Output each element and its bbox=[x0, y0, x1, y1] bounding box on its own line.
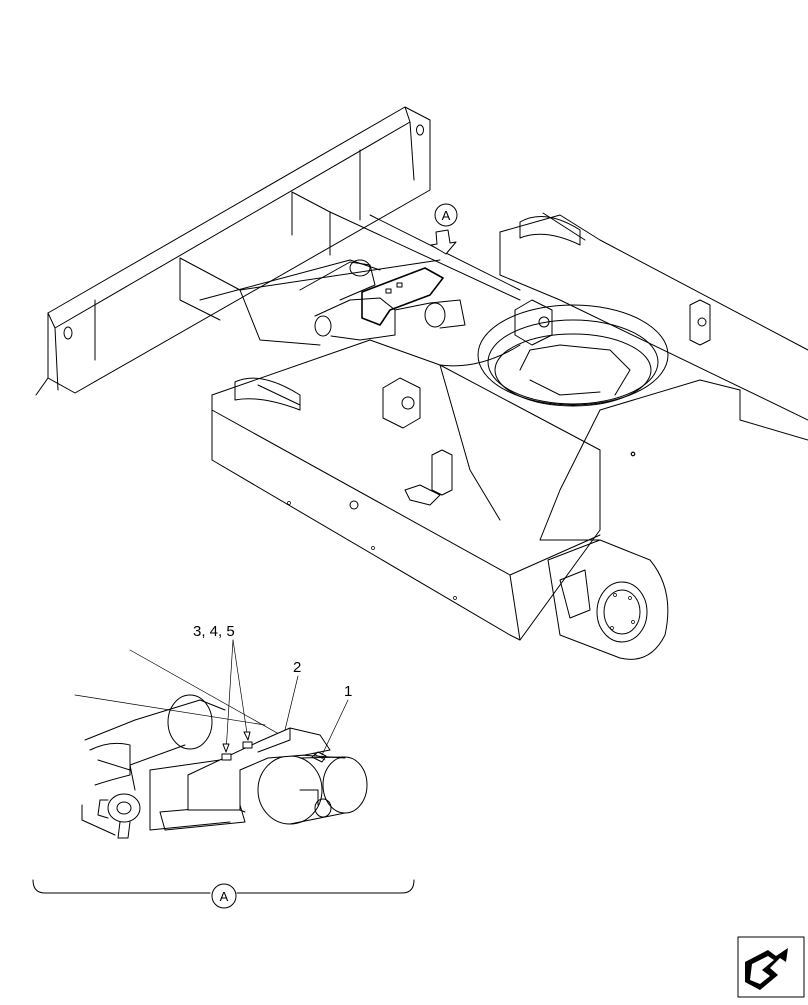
blade-cylinders bbox=[299, 259, 466, 341]
center-body bbox=[439, 344, 741, 541]
slewing-ring bbox=[477, 304, 669, 407]
track-frame-left bbox=[211, 339, 635, 641]
next-page-arrow-icon[interactable] bbox=[737, 936, 805, 998]
leader-345-a bbox=[225, 639, 234, 753]
undercarriage-frame bbox=[35, 106, 808, 660]
blade-arms bbox=[179, 191, 521, 346]
detail-bracket: A bbox=[32, 879, 415, 909]
clip bbox=[311, 751, 327, 763]
label-2: 2 bbox=[293, 659, 301, 676]
cylinder-guard bbox=[187, 727, 331, 813]
view-direction-arrow bbox=[430, 229, 457, 255]
cylinder-pin-left bbox=[97, 793, 141, 839]
leader-2 bbox=[284, 675, 299, 731]
mounting-brackets bbox=[382, 299, 711, 506]
fastener-b bbox=[242, 741, 253, 749]
view-marker-bottom: A bbox=[220, 889, 229, 904]
rear-cylinder bbox=[89, 694, 213, 791]
dozer-blade bbox=[35, 106, 431, 396]
cylinder-guard-highlight bbox=[361, 267, 444, 326]
fasteners bbox=[221, 741, 253, 761]
track-frame-right bbox=[499, 212, 808, 441]
view-arrow-a: A bbox=[430, 203, 458, 255]
sprocket-hub bbox=[547, 539, 669, 660]
fastener-a bbox=[221, 753, 232, 761]
label-345: 3, 4, 5 bbox=[193, 623, 235, 640]
view-marker-bottom-circle bbox=[211, 883, 237, 909]
leader-1 bbox=[321, 699, 349, 756]
detail-cylinder bbox=[149, 754, 368, 831]
detail-view-a: 3, 4, 5 2 1 A bbox=[32, 623, 415, 909]
view-marker-top: A bbox=[442, 208, 451, 223]
view-marker-circle bbox=[434, 203, 458, 227]
label-1: 1 bbox=[344, 683, 352, 700]
leader-345-b bbox=[232, 639, 249, 741]
